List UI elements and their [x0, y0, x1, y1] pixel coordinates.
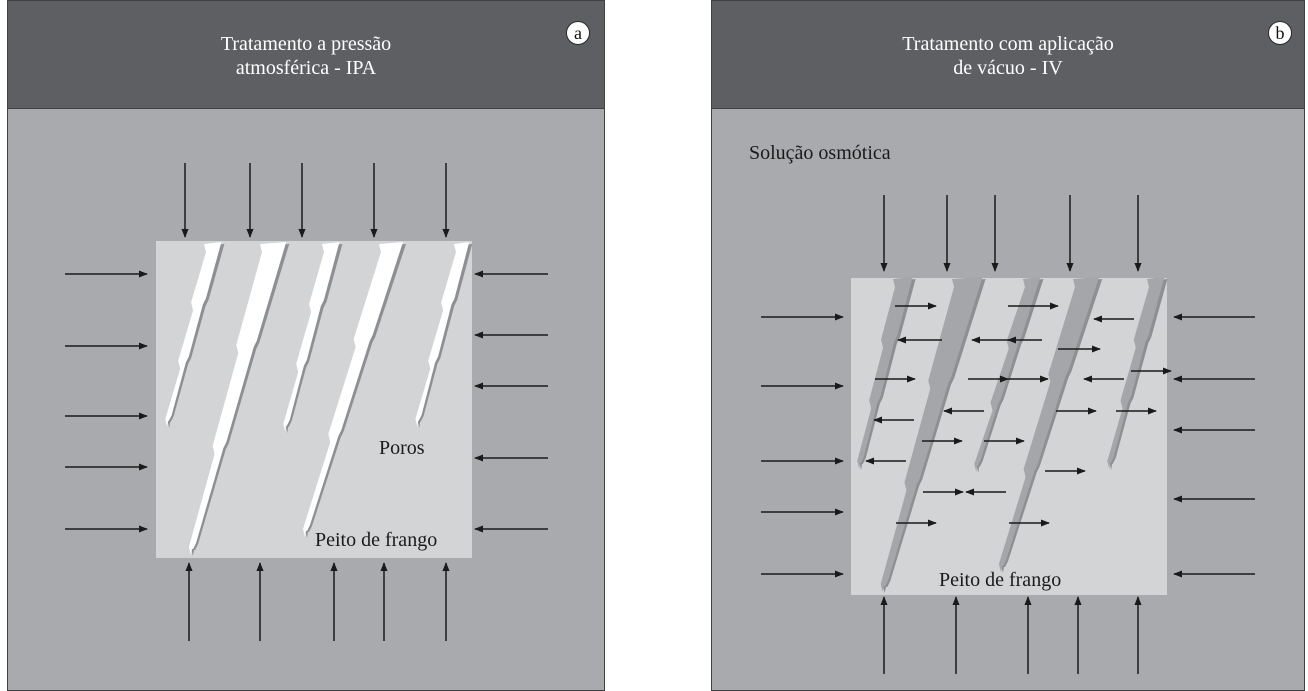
- panel-a-title: Tratamento a pressão atmosférica - IPA: [68, 32, 544, 80]
- pore-shadow: [167, 244, 225, 428]
- pore-shadow: [190, 244, 290, 556]
- pore-shadow: [305, 244, 406, 538]
- pore-shadow: [285, 244, 343, 433]
- pore: [303, 242, 403, 537]
- pore-shadow: [882, 279, 986, 593]
- arrows-group: [761, 195, 1255, 674]
- pore: [880, 277, 983, 592]
- pore-shadow: [976, 279, 1044, 473]
- chicken-breast-label: Peito de frango: [939, 569, 1062, 591]
- panel-a-diagram: [65, 163, 548, 641]
- pore-shadow: [1000, 279, 1103, 573]
- osmotic-solution-label: Solução osmótica: [749, 142, 891, 164]
- pore: [188, 242, 287, 555]
- pores-label: Poros: [379, 437, 425, 459]
- panel-b-header: Tratamento com aplicação de vácuo - IV b: [712, 1, 1304, 109]
- pore: [1107, 277, 1165, 469]
- panel-b-badge: b: [1268, 21, 1292, 45]
- pore: [283, 242, 340, 432]
- pores-group: [857, 277, 1168, 593]
- panel-b-title: Tratamento com aplicação de vácuo - IV: [772, 32, 1244, 80]
- pore: [998, 277, 1100, 572]
- pores-group: [165, 242, 473, 556]
- chicken-breast-label: Peito de frango: [315, 529, 438, 551]
- panel-a-badge: a: [566, 21, 590, 45]
- pore: [415, 242, 470, 427]
- pore-shadow: [1109, 279, 1168, 470]
- panel-a-title-line1: Tratamento a pressão: [220, 33, 392, 55]
- panel-atmospheric-pressure: Tratamento a pressão atmosférica - IPA a…: [7, 0, 605, 691]
- pore-shadow: [417, 244, 473, 428]
- panel-vacuum: Tratamento com aplicação de vácuo - IV b…: [711, 0, 1305, 691]
- panel-a-header: Tratamento a pressão atmosférica - IPA a: [8, 1, 604, 109]
- pore: [974, 277, 1041, 472]
- pore: [165, 242, 222, 427]
- pore: [857, 277, 913, 469]
- panel-b-diagram: [761, 195, 1255, 674]
- arrows-group: [65, 163, 548, 641]
- panel-a-title-line2: atmosférica - IPA: [235, 57, 377, 79]
- panel-b-title-line2: de vácuo - IV: [953, 57, 1063, 79]
- panel-b-title-line1: Tratamento com aplicação: [902, 33, 1114, 55]
